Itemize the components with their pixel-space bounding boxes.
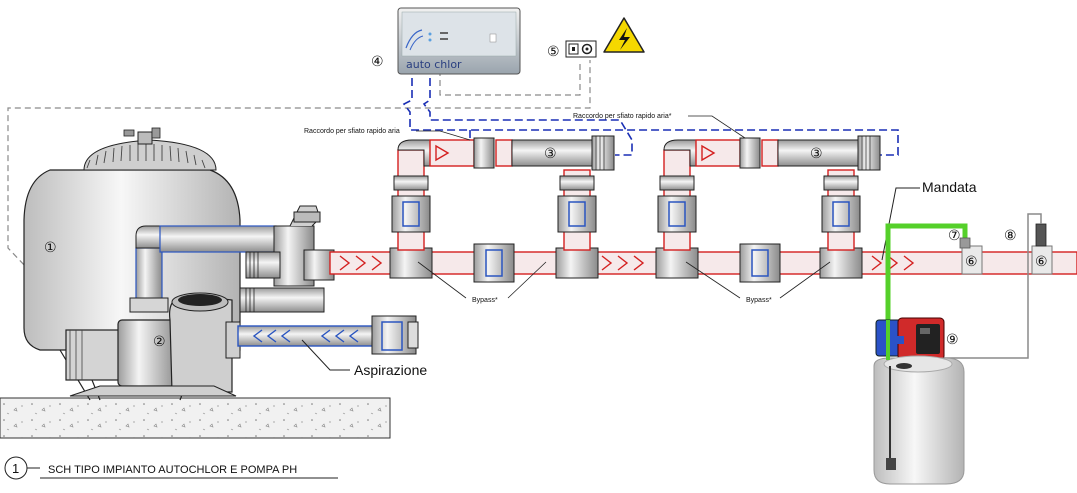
- marker-cell-b: ③: [810, 146, 823, 162]
- marker-ph-pump: ⑨: [946, 332, 959, 348]
- cell-loop-a: [391, 135, 615, 251]
- marker-filter: ①: [44, 240, 57, 256]
- marker-probe-a: ⑥: [965, 254, 978, 270]
- label-aspirazione: Aspirazione: [354, 362, 427, 378]
- ph-dosing-pump: [875, 317, 945, 361]
- marker-injection: ⑦: [948, 228, 961, 244]
- ground-slab: [0, 397, 391, 439]
- green-dosing-tube: [885, 223, 968, 320]
- autochlor-controller: auto chlor: [397, 7, 521, 75]
- aspirazione-leader: [301, 339, 350, 371]
- suction-pipe: [237, 315, 419, 355]
- title-number: 1: [12, 461, 19, 476]
- multiport-valve: [239, 205, 335, 313]
- marker-pump: ②: [153, 334, 166, 350]
- marker-controller: ④: [371, 54, 384, 70]
- high-voltage-warning-icon: [603, 17, 645, 53]
- chemical-tank: [873, 320, 965, 485]
- controller-brand: auto chlor: [406, 58, 462, 71]
- title-text: SCH TIPO IMPIANTO AUTOCHLOR E POMPA PH: [48, 464, 297, 476]
- marker-probe-b: ⑥: [1035, 254, 1048, 270]
- probe-cable: [944, 213, 1042, 359]
- label-mandata: Mandata: [922, 179, 977, 195]
- marker-probe-line: ⑧: [1004, 228, 1017, 244]
- title-block: 1 SCH TIPO IMPIANTO AUTOCHLOR E POMPA PH: [4, 456, 338, 480]
- power-switch: [565, 40, 597, 58]
- cell-loop-b: [657, 135, 881, 251]
- filter-outlet-pipe: [159, 225, 277, 253]
- label-vent-left: Raccordo per sfiato rapido aria: [304, 128, 400, 135]
- label-bypass-left: Bypass*: [472, 297, 498, 304]
- marker-switch: ⑤: [547, 44, 560, 60]
- probe-holder-a: [961, 245, 983, 275]
- circulation-pump: [65, 292, 241, 397]
- marker-cell-a: ③: [544, 146, 557, 162]
- label-bypass-right: Bypass*: [746, 297, 772, 304]
- blue-cables: [402, 78, 899, 156]
- label-vent-right: Raccordo per sfiato rapido aria*: [573, 113, 672, 120]
